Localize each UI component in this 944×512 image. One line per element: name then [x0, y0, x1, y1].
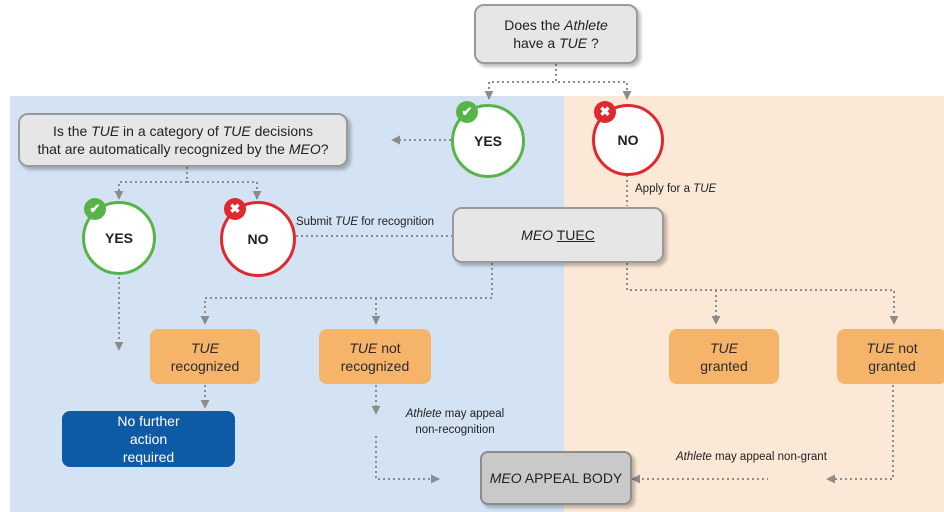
appeal-non-grant-note: Athlete may appeal non-grant — [676, 451, 827, 463]
tue-not-granted-box: TUE not granted — [837, 329, 944, 384]
question-auto-recognized: Is the TUE in a category of TUE decision… — [18, 113, 348, 167]
connector-q1-yes — [484, 64, 557, 100]
submit-for-recognition-note: Submit TUE for recognition — [296, 216, 435, 228]
cross-icon: ✖ — [594, 101, 616, 123]
apply-for-tue-note: Apply for a TUE — [635, 183, 717, 195]
no-further-action-box: No further action required — [62, 411, 235, 467]
check-icon: ✔ — [84, 198, 106, 220]
connector-q1-no — [555, 64, 632, 100]
question-has-tue: Does the Athlete have a TUE ? — [474, 4, 638, 64]
tue-granted-box: TUE granted — [669, 329, 779, 384]
cross-icon: ✖ — [224, 198, 246, 220]
tue-recognized-box: TUE recognized — [150, 329, 260, 384]
appeal-non-recognition-note: Athlete may appeal non-recognition — [405, 408, 505, 436]
tue-not-recognized-box: TUE not recognized — [319, 329, 431, 384]
meo-tuec-box: MEO TUEC — [452, 207, 664, 263]
check-icon: ✔ — [456, 101, 478, 123]
meo-appeal-body-box: MEO APPEAL BODY — [480, 451, 632, 505]
